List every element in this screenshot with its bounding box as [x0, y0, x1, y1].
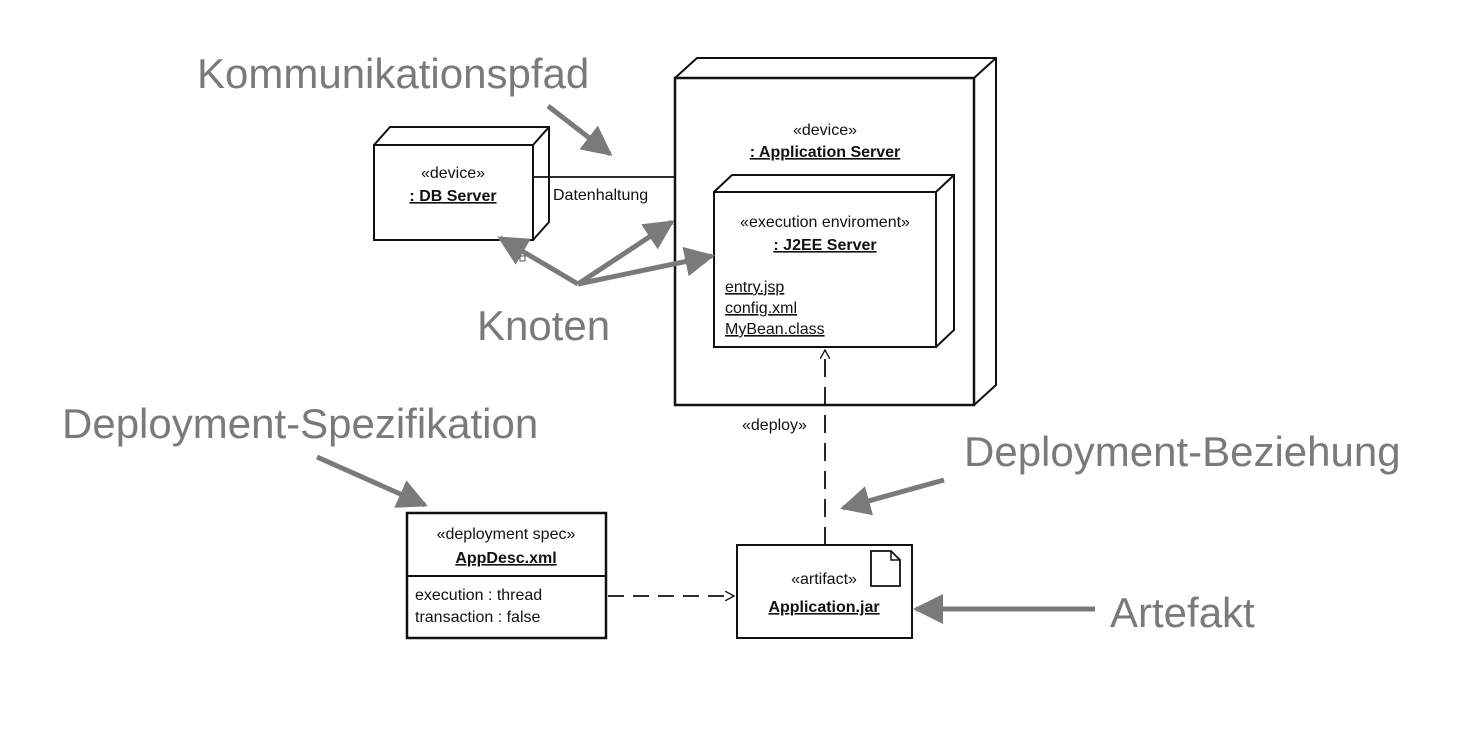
annotation-deployment-relation: Deployment-Beziehung: [964, 428, 1401, 475]
annotation-artifact: Artefakt: [1110, 589, 1255, 636]
connection-label: Datenhaltung: [553, 187, 648, 204]
spec-prop-transaction: transaction : false: [415, 609, 541, 626]
arrow-deployment-relation: [840, 477, 945, 516]
app-server-name: : Application Server: [750, 144, 901, 161]
arrow-nodes-app: [576, 219, 675, 287]
db-server-stereotype: «device»: [421, 165, 485, 182]
deployment-spec-box: «deployment spec» AppDesc.xml execution …: [405, 511, 608, 640]
annotation-communication-path: Kommunikationspfad: [197, 50, 589, 97]
artifact-stereotype: «artifact»: [791, 571, 857, 588]
j2ee-stereotype: «execution enviroment»: [740, 214, 910, 231]
annotation-nodes: Knoten: [477, 302, 610, 349]
deploy-label: «deploy»: [742, 417, 807, 434]
db-server-name: : DB Server: [409, 188, 496, 205]
spec-name: AppDesc.xml: [455, 550, 556, 567]
arrow-nodes-db: [497, 235, 580, 287]
file-entry: entry.jsp: [725, 279, 784, 296]
j2ee-name: : J2EE Server: [773, 237, 876, 254]
arrow-nodes-j2ee: [577, 246, 715, 287]
application-server-node: «device» : Application Server: [673, 57, 997, 407]
stray-marker: [519, 255, 526, 262]
artifact-box: «artifact» Application.jar: [736, 544, 913, 639]
file-config: config.xml: [725, 300, 797, 317]
annotation-deployment-spec: Deployment-Spezifikation: [62, 400, 538, 447]
artifact-name: Application.jar: [768, 599, 879, 616]
file-mybean: MyBean.class: [725, 321, 825, 338]
arrow-communication-path: [546, 104, 613, 156]
spec-prop-execution: execution : thread: [415, 587, 542, 604]
document-icon: [870, 550, 901, 587]
arrow-deployment-spec: [315, 454, 428, 508]
db-server-node: «device» : DB Server: [373, 126, 550, 241]
spec-stereotype: «deployment spec»: [437, 526, 576, 543]
app-server-stereotype: «device»: [793, 122, 857, 139]
j2ee-server-node: «execution enviroment» : J2EE Server ent…: [713, 174, 955, 348]
